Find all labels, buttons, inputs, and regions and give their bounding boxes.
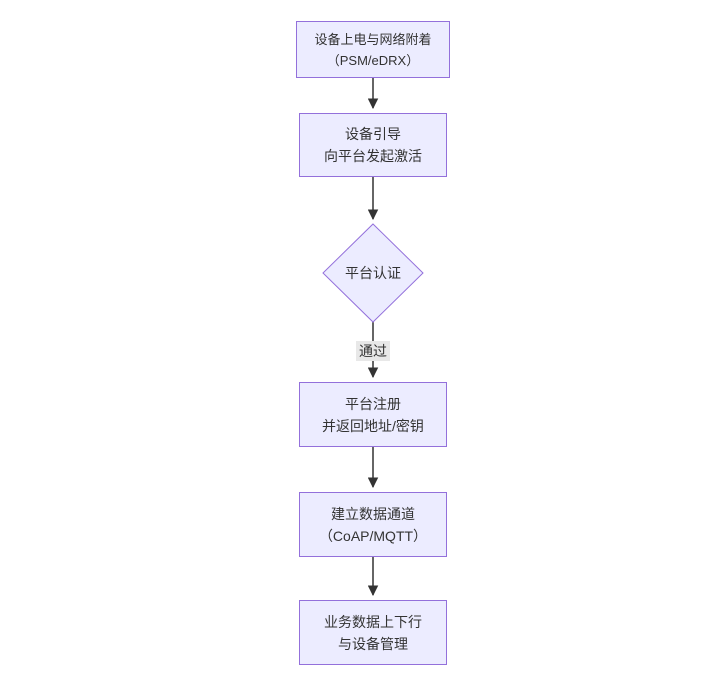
flow-node-register: 平台注册 并返回地址/密钥 (299, 382, 447, 447)
node-text-line: 与设备管理 (338, 635, 408, 652)
flow-node-data-channel: 建立数据通道 （CoAP/MQTT） (299, 492, 447, 557)
edge-label-pass: 通过 (356, 341, 390, 361)
flow-node-power-attach: 设备上电与网络附着 （PSM/eDRX） (296, 21, 450, 78)
node-text-line: 平台注册 (345, 395, 401, 412)
node-text-line: 并返回地址/密钥 (322, 417, 424, 434)
node-text-line: 向平台发起激活 (324, 148, 422, 164)
node-text-line: 设备上电与网络附着 (314, 31, 432, 47)
flow-node-bootstrap: 设备引导 向平台发起激活 (299, 113, 447, 177)
flow-node-business-data: 业务数据上下行 与设备管理 (299, 600, 447, 665)
flow-node-auth-decision: 平台认证 (345, 265, 401, 281)
node-text-line: 设备引导 (345, 126, 401, 142)
node-text-line: （CoAP/MQTT） (318, 527, 428, 544)
decision-diamond-shape (322, 223, 424, 323)
node-text-line: （PSM/eDRX） (326, 52, 420, 68)
node-text-line: 建立数据通道 (331, 505, 415, 522)
node-text-line: 业务数据上下行 (324, 613, 422, 630)
